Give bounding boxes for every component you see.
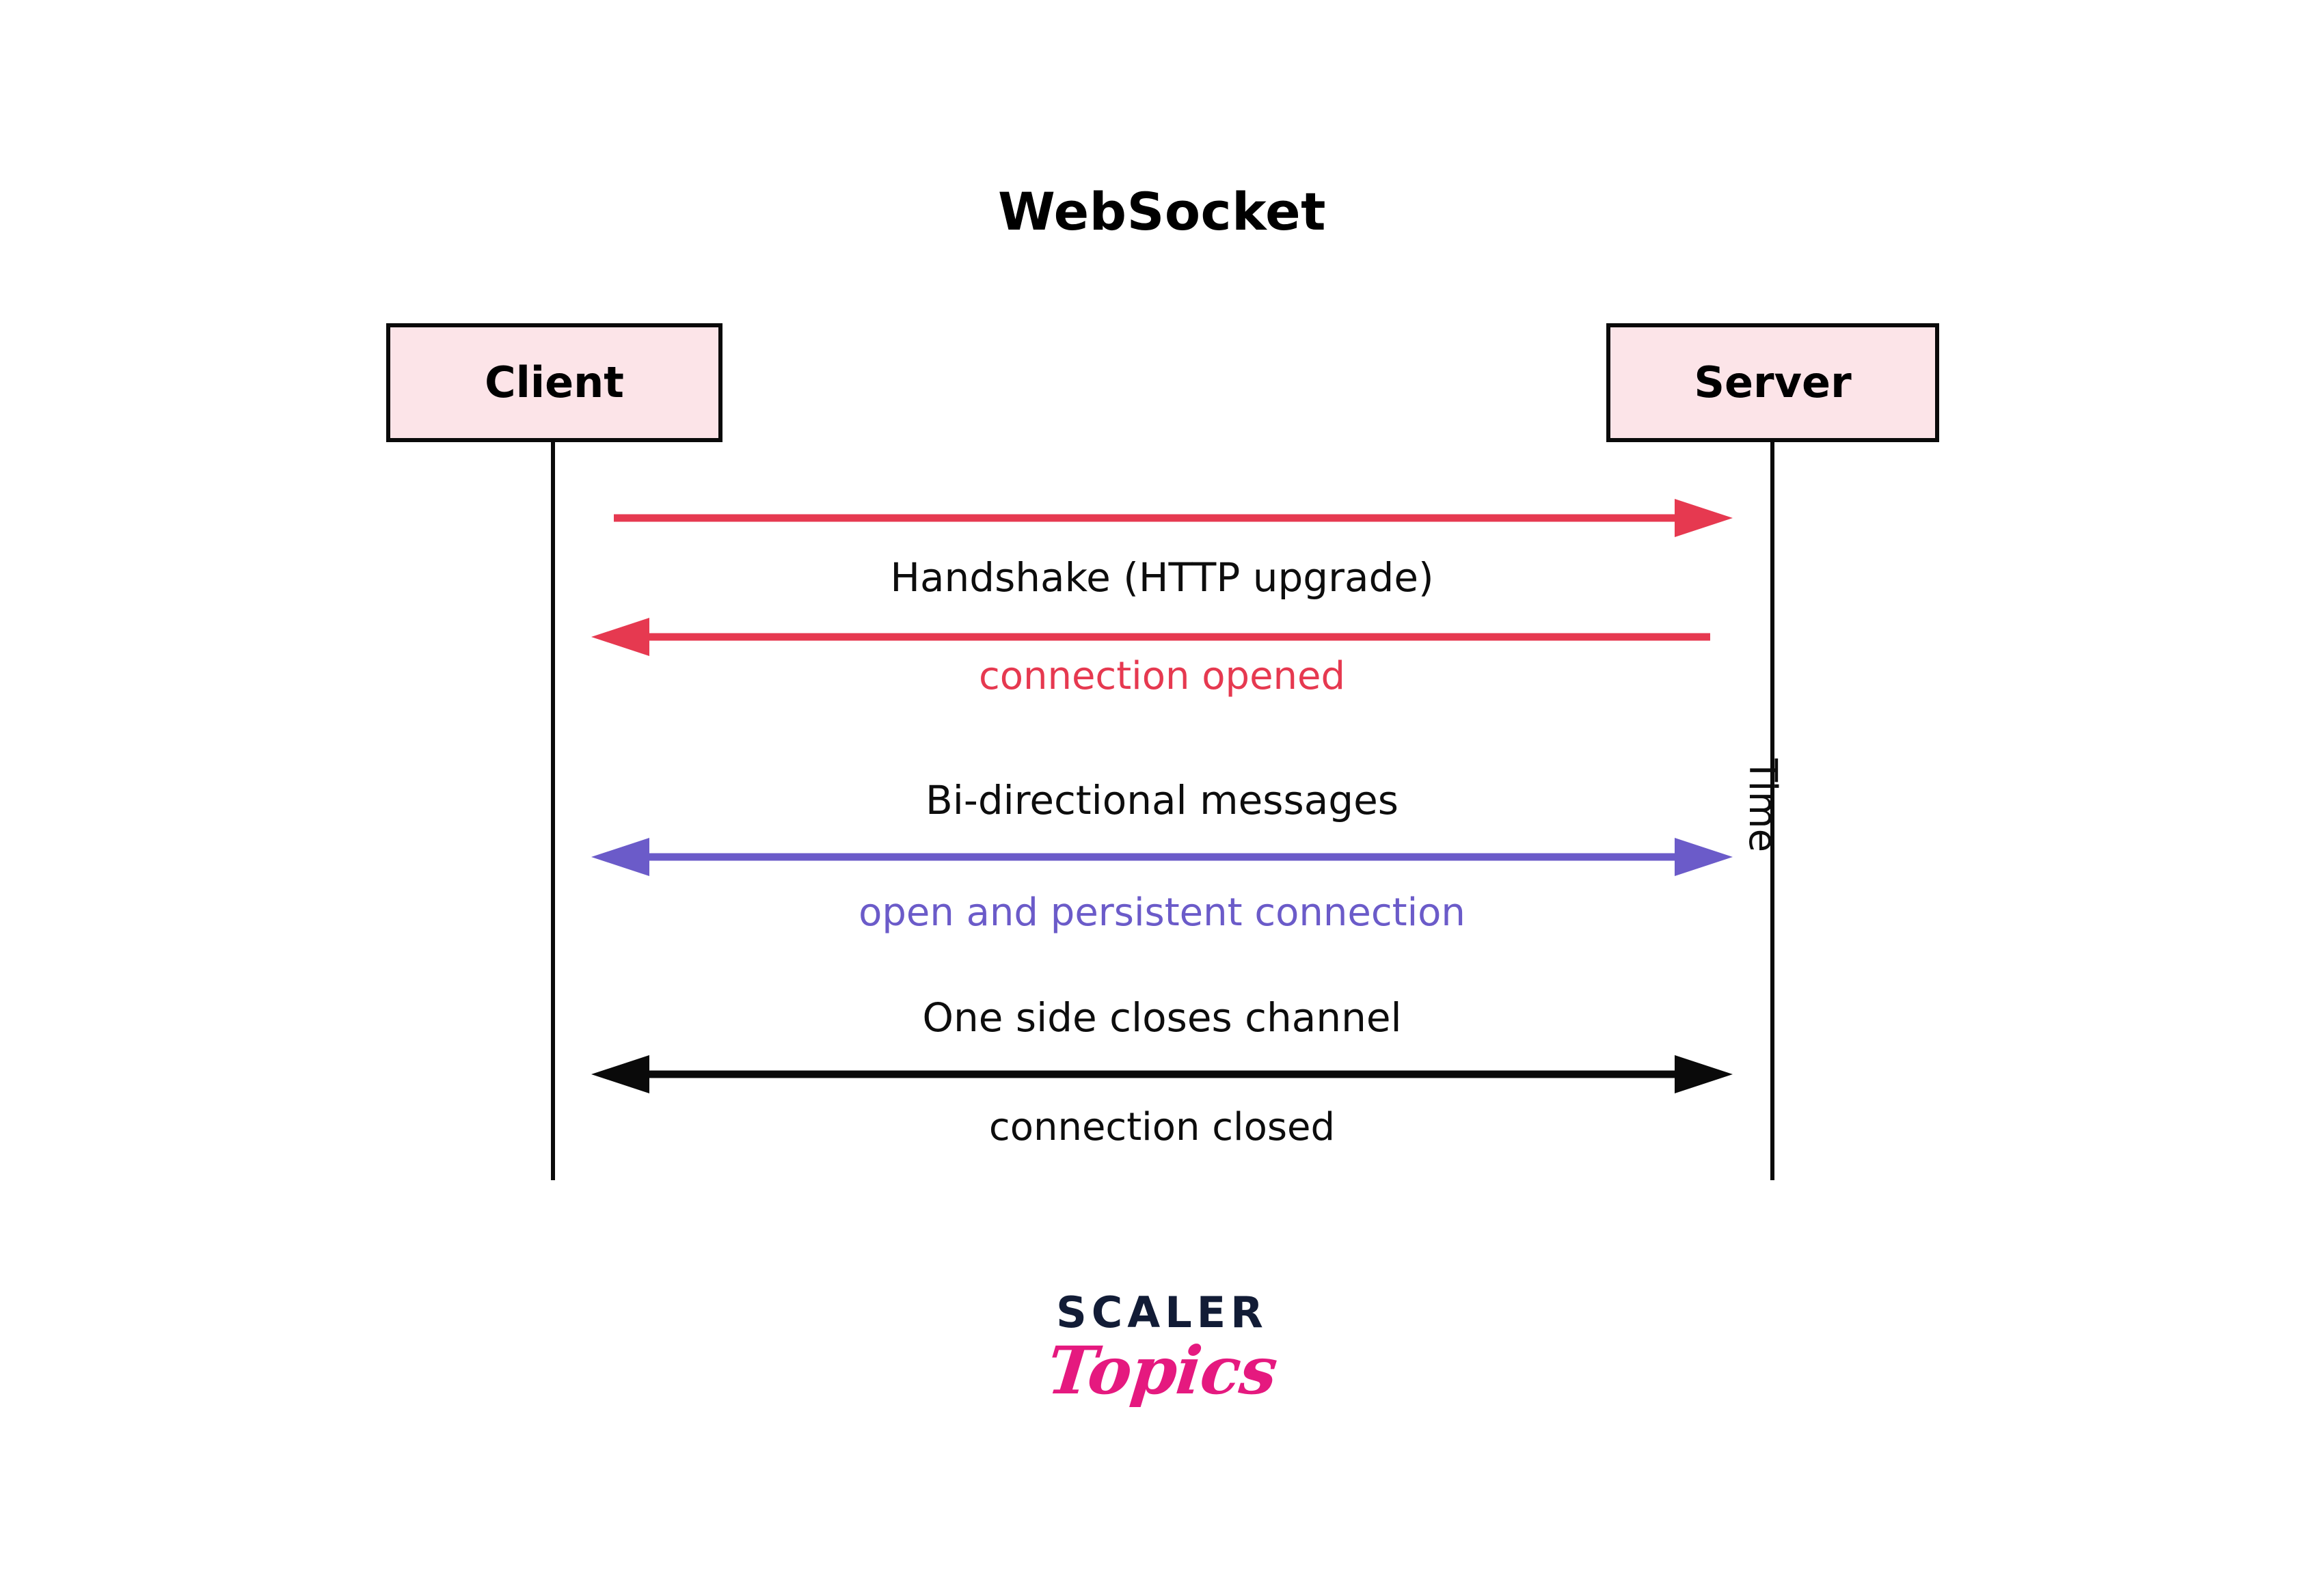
message-note-connection-opened: connection opened (978, 654, 1346, 698)
arrow-handshake-request (614, 499, 1733, 537)
arrow-handshake-response (591, 618, 1710, 656)
participant-label-client: Client (485, 357, 624, 407)
message-label-bidirectional: Bi-directional messages (925, 777, 1399, 823)
arrow-bidirectional (591, 838, 1733, 876)
arrow-close (591, 1055, 1733, 1093)
message-note-connection-closed: connection closed (988, 1105, 1336, 1149)
page-title: WebSocket (998, 181, 1326, 242)
brand-logo: SCALER Topics (0, 1287, 2324, 1410)
time-axis-label: Time (1740, 759, 1785, 853)
lifeline-client (551, 441, 555, 1180)
message-label-handshake: Handshake (HTTP upgrade) (890, 554, 1434, 601)
brand-scaler-wordmark: SCALER (1056, 1287, 1268, 1337)
participant-box-server: Server (1606, 323, 1939, 442)
participant-label-server: Server (1694, 357, 1852, 407)
participant-box-client: Client (386, 323, 722, 442)
message-note-persistent-connection: open and persistent connection (859, 890, 1465, 935)
lifeline-server (1770, 441, 1774, 1180)
message-label-close-channel: One side closes channel (922, 994, 1402, 1041)
brand-topics-wordmark: Topics (1043, 1332, 1281, 1409)
